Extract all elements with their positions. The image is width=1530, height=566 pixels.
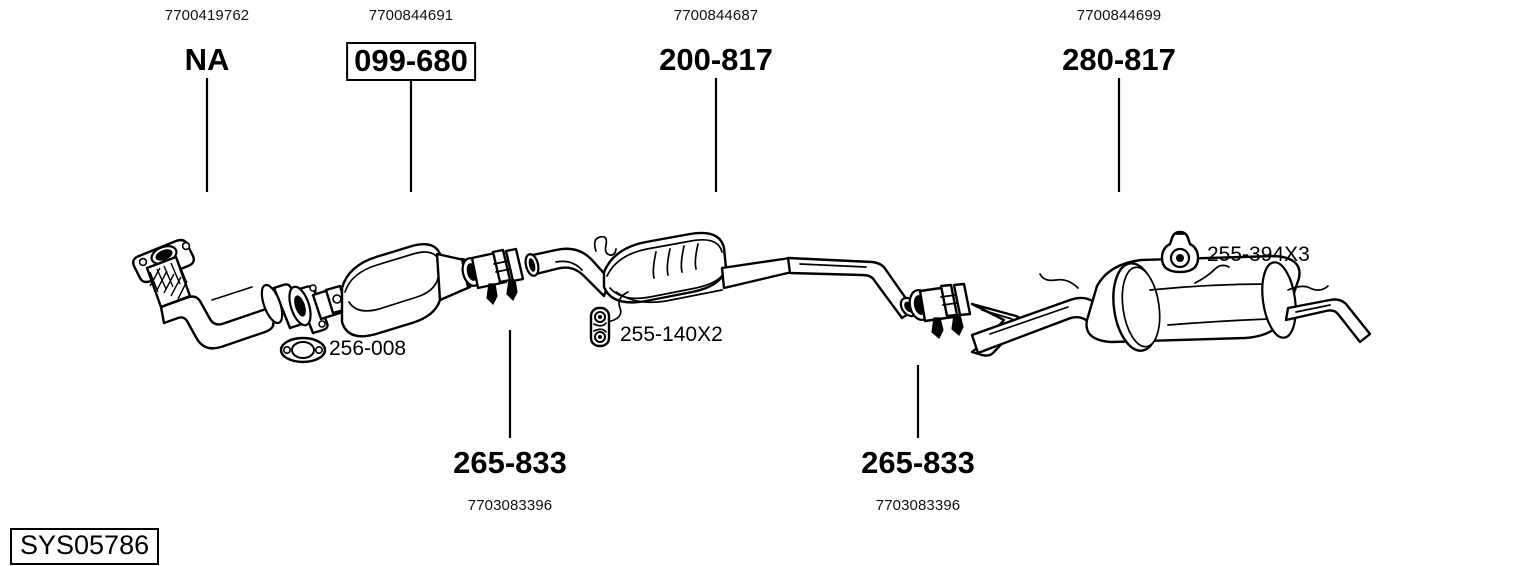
part-code-front-pipe: NA bbox=[184, 42, 230, 77]
exhaust-clamp-rear-art bbox=[908, 282, 972, 339]
oem-number-clamp-front: 7703083396 bbox=[467, 497, 553, 514]
flange-gasket-icon bbox=[279, 336, 327, 364]
part-code-centre-silencer: 200-817 bbox=[659, 42, 773, 77]
part-code-catalytic-converter: 099-680 bbox=[346, 42, 476, 81]
centre-silencer-art bbox=[524, 231, 794, 335]
oem-number-front-pipe: 7700419762 bbox=[164, 7, 250, 24]
oem-number-clamp-rear: 7703083396 bbox=[875, 497, 961, 514]
oem-number-rear-muffler: 7700844699 bbox=[1076, 7, 1162, 24]
rubber-hanger-icon bbox=[589, 306, 611, 348]
oem-number-catalytic-converter: 7700844691 bbox=[368, 7, 454, 24]
label-hanger-mid: 255-140X2 bbox=[620, 323, 723, 346]
catalytic-converter-art bbox=[288, 243, 482, 338]
system-code-badge: SYS05786 bbox=[10, 528, 160, 565]
rubber-mount-icon bbox=[1160, 230, 1200, 274]
front-pipe-art bbox=[131, 238, 317, 350]
leader-lines-bottom bbox=[508, 330, 920, 438]
rear-muffler-art bbox=[970, 254, 1372, 357]
label-gasket: 256-008 bbox=[329, 337, 407, 360]
label-mount-rear: 255-394X3 bbox=[1207, 243, 1310, 266]
part-code-rear-muffler: 280-817 bbox=[1062, 42, 1176, 77]
exhaust-clamp-front-art bbox=[461, 247, 525, 306]
intermediate-pipe-art bbox=[786, 256, 919, 320]
part-code-clamp-front: 265-833 bbox=[453, 445, 567, 480]
oem-number-centre-silencer: 7700844687 bbox=[673, 7, 759, 24]
leader-lines-top bbox=[205, 78, 1121, 192]
part-code-clamp-rear: 265-833 bbox=[861, 445, 975, 480]
